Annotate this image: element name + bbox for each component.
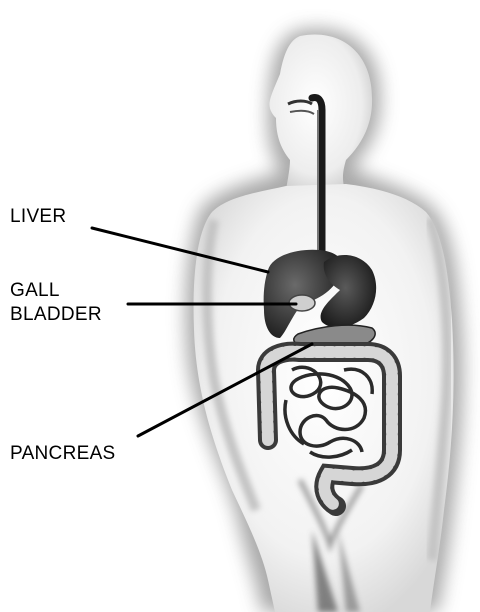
- gall-bladder-label-line1: GALL: [10, 279, 102, 303]
- liver-label: LIVER: [10, 205, 66, 229]
- gall-bladder-label-line2: BLADDER: [10, 303, 102, 327]
- pancreas-label: PANCREAS: [10, 442, 116, 466]
- gall-bladder-label: GALL BLADDER: [10, 279, 102, 327]
